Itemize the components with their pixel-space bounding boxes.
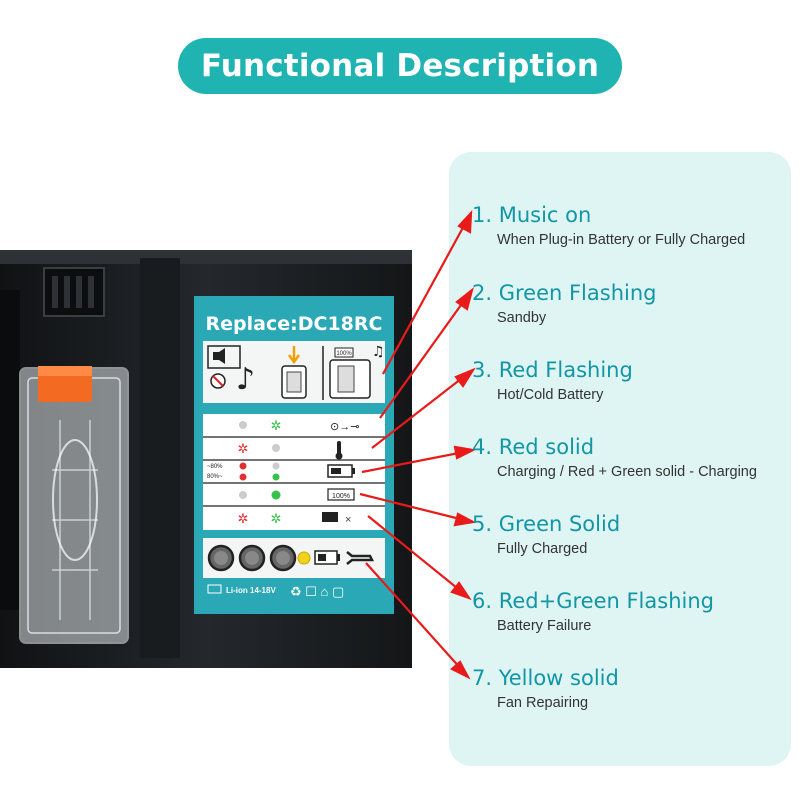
item-heading: 3. Red Flashing: [472, 358, 633, 382]
item-music-on: 1. Music on When Plug-in Battery or Full…: [472, 203, 745, 248]
item-heading: 4. Red solid: [472, 435, 595, 459]
charge-high-label: 80%~: [207, 474, 223, 480]
wrench-icon: [346, 551, 375, 565]
svg-text:✲: ✲: [271, 511, 282, 526]
speaker-icon: [213, 348, 225, 364]
title-banner: Functional Description: [178, 38, 622, 94]
item-heading: 5. Green Solid: [472, 512, 621, 536]
item-heading: 6. Red+Green Flashing: [472, 589, 714, 613]
item-heading: 1. Music on: [472, 203, 592, 227]
music-note-small-icon: ♫: [372, 344, 385, 360]
led-red-flashing: ✲: [238, 441, 249, 456]
item-description: Battery Failure: [497, 618, 592, 634]
model-label: Replace:DC18RC: [206, 313, 383, 335]
cross-icon: ×: [345, 514, 351, 526]
description-panel: [449, 152, 791, 766]
page-title: Functional Description: [200, 48, 600, 84]
rating-label: Li-ion 14-18V: [226, 586, 276, 595]
item-green-flashing: 2. Green Flashing Sandby: [472, 281, 657, 326]
item-red-green-flashing: 6. Red+Green Flashing Battery Failure: [472, 589, 714, 634]
item-heading: 2. Green Flashing: [472, 281, 657, 305]
led-red-green-flashing: ✲: [238, 511, 249, 526]
plug-icon: ⊙→⊸: [330, 421, 359, 433]
charge-low-label: ~80%: [207, 464, 223, 470]
item-red-solid: 4. Red solid Charging / Red + Green soli…: [472, 435, 757, 480]
led-red-off: [239, 421, 247, 429]
led-yellow-solid: [297, 551, 311, 565]
music-note-icon: ♪: [236, 362, 255, 397]
led-green-solid: [271, 490, 281, 500]
recycle-icon: ♻ ☐ ⌂ ▢: [290, 584, 344, 599]
item-heading: 7. Yellow solid: [472, 666, 619, 690]
battery-latch: [19, 367, 129, 644]
item-yellow-solid: 7. Yellow solid Fan Repairing: [472, 666, 619, 711]
item-description: Fan Repairing: [497, 695, 589, 711]
item-description: Fully Charged: [497, 541, 588, 557]
thermometer-icon: [337, 441, 341, 455]
full-badge-top: 100%: [336, 351, 352, 357]
item-green-solid: 5. Green Solid Fully Charged: [472, 512, 620, 557]
item-description: Sandby: [497, 310, 547, 326]
item-description: Charging / Red + Green solid - Charging: [497, 464, 757, 480]
item-description: Hot/Cold Battery: [497, 387, 604, 403]
led-red-solid: [239, 462, 247, 470]
led-green-flashing: ✲: [271, 418, 282, 433]
pointer-arrows: [359, 210, 477, 680]
item-red-flashing: 3. Red Flashing Hot/Cold Battery: [472, 358, 633, 403]
item-description: When Plug-in Battery or Fully Charged: [497, 232, 746, 248]
full-badge: 100%: [332, 493, 350, 500]
